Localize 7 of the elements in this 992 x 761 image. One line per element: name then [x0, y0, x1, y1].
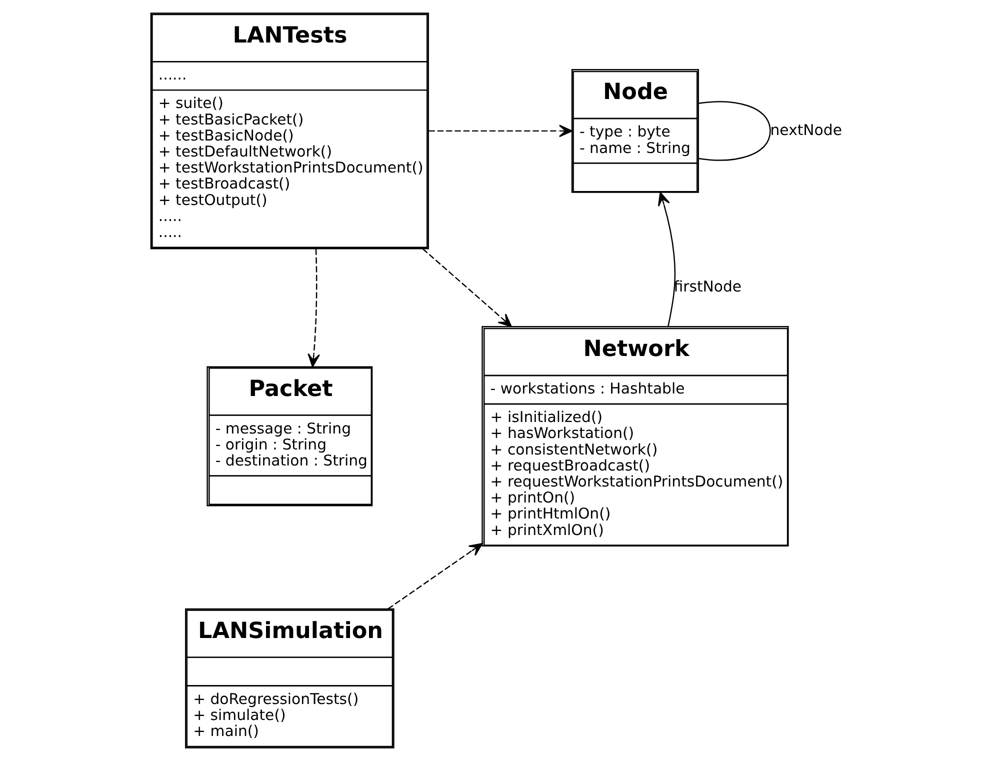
arrow [422, 248, 512, 327]
arrow [428, 124, 572, 138]
arrow [657, 192, 676, 327]
connector [698, 101, 770, 161]
edge-label: nextNode [770, 120, 842, 139]
arrow [307, 248, 320, 368]
arrow [387, 543, 482, 610]
